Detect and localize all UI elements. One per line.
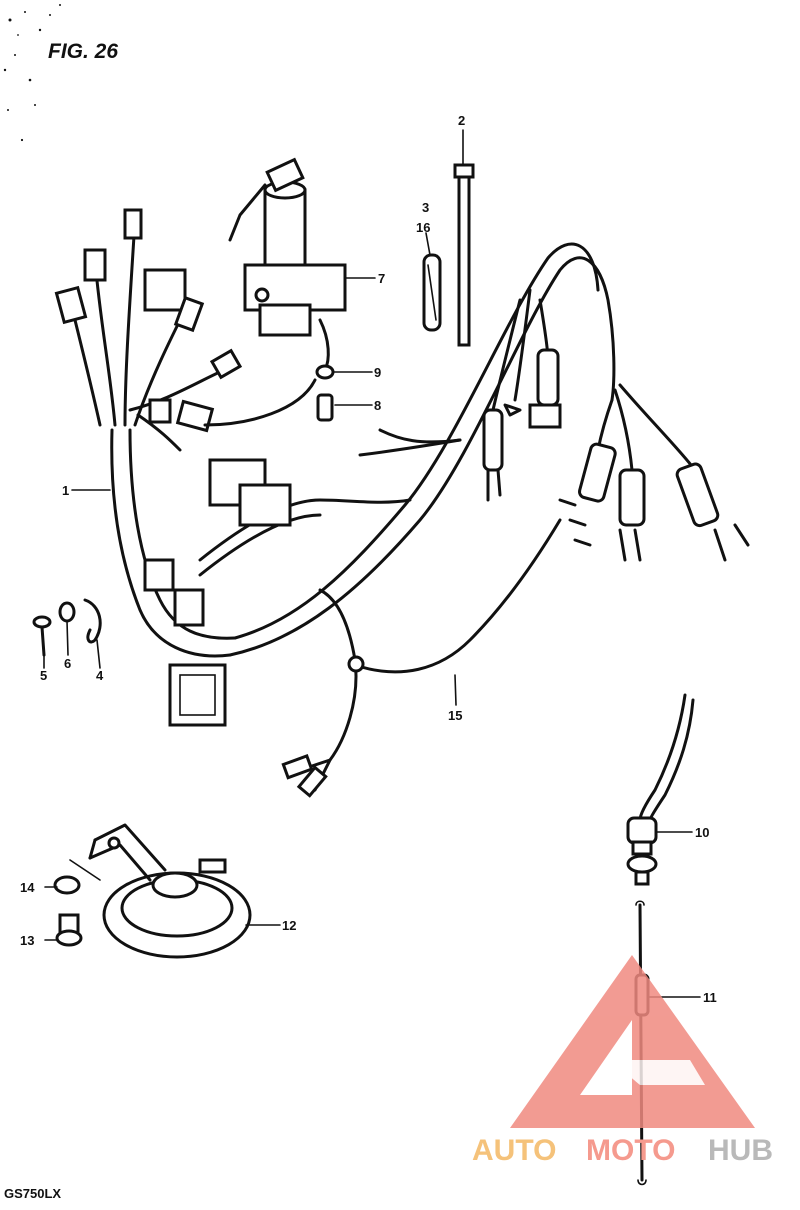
figure-title: FIG. 26 (48, 40, 118, 63)
leader-lines (43, 129, 701, 998)
callout-9: 9 (374, 365, 381, 380)
horn (88, 823, 252, 959)
callout-13: 13 (20, 933, 34, 948)
callout-14: 14 (20, 880, 35, 895)
rod-2 (453, 163, 475, 347)
grommet-9 (315, 364, 335, 380)
callout-8: 8 (374, 398, 381, 413)
callout-4: 4 (96, 668, 104, 683)
screw-5 (32, 615, 52, 657)
model-code: GS750LX (4, 1186, 61, 1201)
washer-6 (58, 601, 76, 623)
callout-16: 16 (416, 220, 430, 235)
callout-15: 15 (448, 708, 462, 723)
fuse-3-16 (422, 253, 442, 332)
cable-10 (626, 693, 695, 886)
callout-1: 1 (62, 483, 69, 498)
main-wiring-harness (54, 208, 750, 727)
watermark-auto: AUTO (472, 1134, 556, 1167)
watermark-text: AUTO MOTO HUB (472, 1134, 773, 1167)
callout-12: 12 (282, 918, 296, 933)
callout-5: 5 (40, 668, 47, 683)
junction-connector (168, 663, 227, 727)
watermark-moto: MOTO (586, 1134, 675, 1167)
screw-8 (316, 393, 334, 422)
scan-speckle (3, 4, 61, 142)
callout-10: 10 (695, 825, 709, 840)
callout-labels: 1 2 3 16 7 9 8 5 6 4 15 10 11 12 14 13 (20, 113, 717, 1005)
ignition-switch (228, 157, 347, 372)
lead-wire-15 (281, 518, 562, 798)
callout-2: 2 (458, 113, 465, 128)
callout-11: 11 (703, 990, 717, 1005)
watermark-hub: HUB (708, 1134, 773, 1167)
clip-4 (83, 598, 102, 644)
watermark-logo (510, 955, 755, 1128)
bolt-13 (55, 913, 83, 947)
nut-14 (53, 859, 101, 895)
callout-3: 3 (422, 200, 429, 215)
callout-7: 7 (378, 271, 385, 286)
callout-6: 6 (64, 656, 71, 671)
